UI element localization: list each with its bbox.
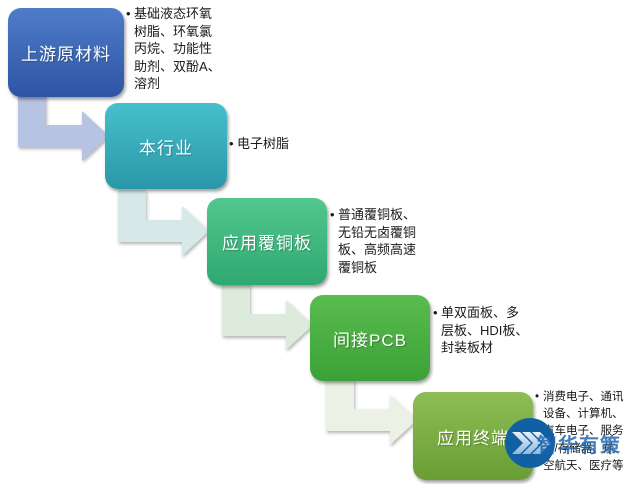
step-bullet-text: 电子树脂 xyxy=(237,136,290,151)
step-label: 本行业 xyxy=(139,138,193,158)
step-label: 间接PCB xyxy=(333,330,407,350)
bullet-dot: • xyxy=(433,305,438,320)
step-label: 应用覆铜板 xyxy=(222,234,312,253)
step-bullet-text: 单双面板、多层板、HDI板、封装板材 xyxy=(441,305,529,355)
bullet-dot: • xyxy=(126,6,131,21)
step-bullet-text: 基础液态环氧树脂、环氧氯丙烷、功能性助剂、双酚A、溶剂 xyxy=(134,6,221,91)
bullet-dot: • xyxy=(535,391,540,403)
step-box-indirect-pcb: 间接PCB xyxy=(310,295,430,381)
step-box-this-industry: 本行业 xyxy=(105,103,227,189)
step-bullet-text: 普通覆铜板、无铅无卤覆铜板、高频高速覆铜板 xyxy=(338,207,417,275)
bent-arrow-icon xyxy=(18,95,109,161)
bent-arrow-icon xyxy=(326,379,417,445)
triple-chevron-icon xyxy=(505,418,555,468)
bent-arrow-icon xyxy=(118,190,209,256)
step-bullet-ccl-application: • 普通覆铜板、无铅无卤覆铜板、高频高速覆铜板 xyxy=(330,206,426,276)
step-box-ccl-application: 应用覆铜板 xyxy=(207,198,327,285)
step-bullet-indirect-pcb: • 单双面板、多层板、HDI板、封装板材 xyxy=(433,304,529,357)
step-bullet-upstream-materials: • 基础液态环氧树脂、环氧氯丙烷、功能性助剂、双酚A、溶剂 xyxy=(126,5,222,93)
step-bullet-this-industry: • 电子树脂 xyxy=(229,135,325,153)
watermark-text: 智华有策 xyxy=(537,435,621,457)
step-label: 上游原材料 xyxy=(21,45,111,64)
step-bullet-text: 消费电子、通讯设备、计算机、汽车电子、服务器/存储器、航空航天、医疗等 xyxy=(543,391,624,472)
bullet-dot: • xyxy=(229,136,234,151)
bullet-dot: • xyxy=(330,207,335,222)
step-label: 应用终端 xyxy=(437,428,509,448)
watermark: 智华有策 xyxy=(505,418,624,470)
step-bullet-end-applications: • 消费电子、通讯设备、计算机、汽车电子、服务器/存储器、航空航天、医疗等 xyxy=(535,389,624,475)
step-box-upstream-materials: 上游原材料 xyxy=(8,8,124,97)
bent-arrow-icon xyxy=(222,284,313,350)
